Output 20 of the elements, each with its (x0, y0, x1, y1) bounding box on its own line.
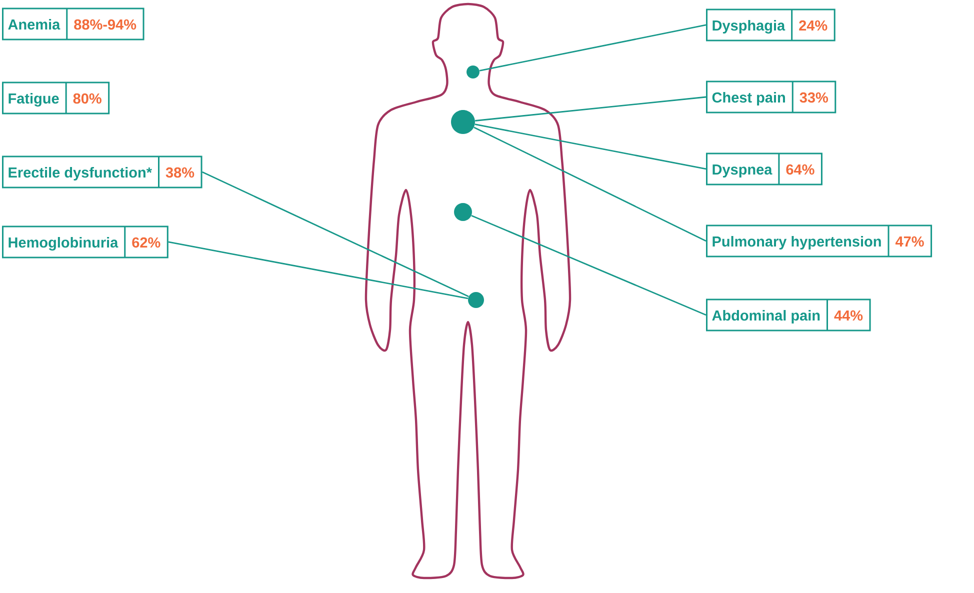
leader-line (474, 124, 706, 170)
marker-dot (451, 110, 475, 134)
symptom-box: Dyspnea 64% (706, 152, 822, 186)
marker-dot (454, 203, 472, 221)
symptom-box: Chest pain 33% (706, 80, 836, 114)
symptom-box: Dysphagia 24% (706, 8, 836, 42)
symptom-box: Erectile dysfunction* 38% (2, 156, 202, 188)
symptom-box: Fatigue 80% (2, 82, 110, 114)
marker-dot (466, 66, 480, 78)
leader-line (474, 126, 706, 242)
leader-line (471, 214, 706, 316)
symptom-box: Pulmonary hypertension 47% (706, 224, 932, 258)
marker-dot (468, 292, 484, 308)
leader-line (202, 171, 469, 298)
leader-line (475, 96, 706, 122)
symptom-box: Abdominal pain 44% (706, 298, 871, 332)
symptom-box: Anemia 88%-94% (2, 8, 144, 40)
leader-line (479, 24, 706, 72)
leader-line (168, 241, 468, 300)
symptom-box: Hemoglobinuria 62% (2, 226, 168, 258)
